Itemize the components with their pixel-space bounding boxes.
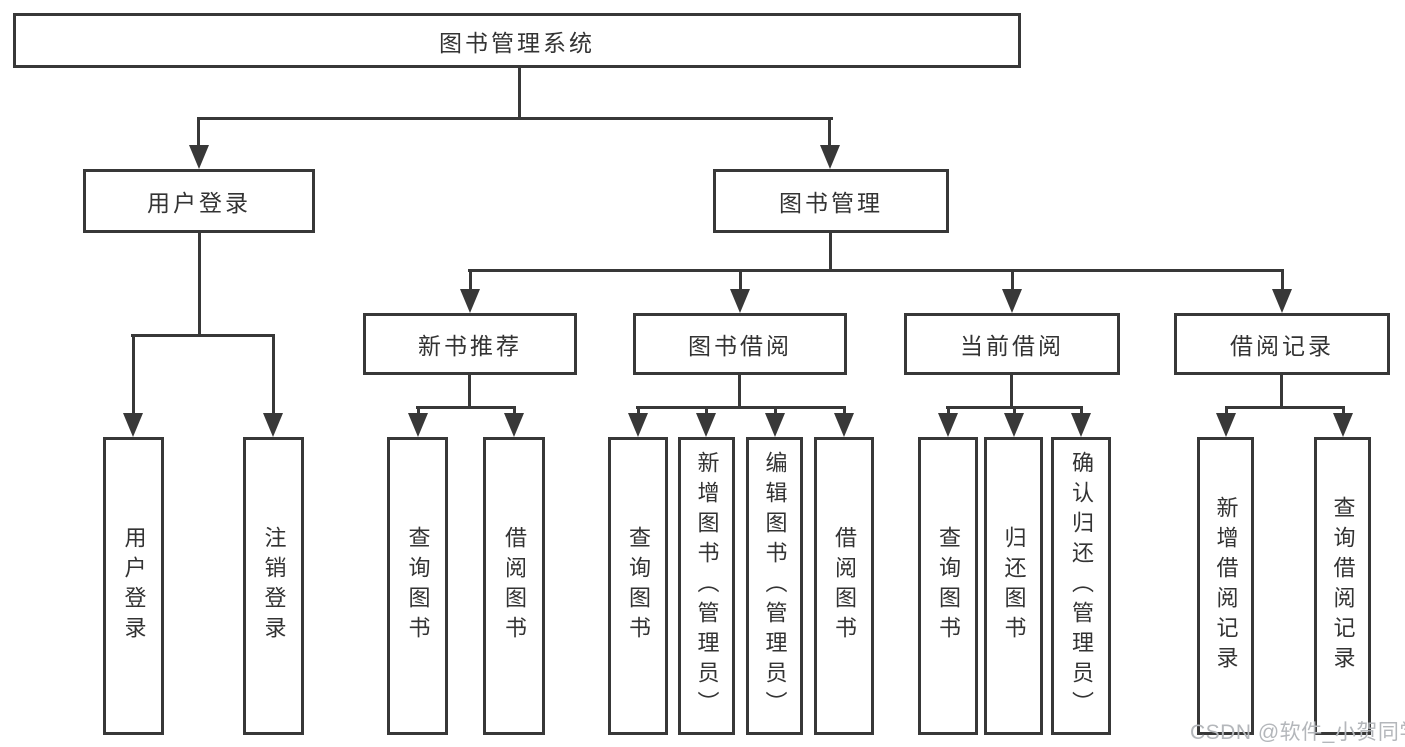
node-label: 当前借阅 bbox=[960, 333, 1064, 359]
node-borrow-records: 借阅记录 bbox=[1174, 313, 1390, 375]
watermark: CSDN @软件_小贺同学 bbox=[1190, 721, 1405, 744]
connector-root-bar bbox=[197, 117, 833, 120]
leaf-label: 查询图书 bbox=[405, 526, 431, 646]
node-current-borrow: 当前借阅 bbox=[904, 313, 1120, 375]
connector-drop bbox=[1011, 269, 1014, 292]
arrow-down-icon bbox=[1004, 413, 1024, 437]
connector-drop bbox=[1281, 269, 1284, 292]
connector-drop bbox=[843, 406, 846, 416]
leaf-label: 确认归还（管理员） bbox=[1069, 451, 1094, 721]
connector-login-bar bbox=[131, 334, 275, 337]
arrow-down-icon bbox=[408, 413, 428, 437]
leaf-label: 新增图书（管理员） bbox=[694, 451, 720, 721]
node-new-book-recommend: 新书推荐 bbox=[363, 313, 577, 375]
leaf-label: 借阅图书 bbox=[502, 526, 527, 646]
connector-drop bbox=[272, 334, 275, 416]
leaf-label: 查询借阅记录 bbox=[1330, 496, 1356, 676]
arrow-down-icon bbox=[1333, 413, 1353, 437]
arrow-down-icon bbox=[834, 413, 854, 437]
arrow-down-icon bbox=[123, 413, 143, 437]
leaf-label: 查询图书 bbox=[626, 526, 651, 646]
arrow-down-icon bbox=[696, 413, 716, 437]
connector-drop bbox=[705, 406, 708, 416]
connector-mgmt-stem bbox=[829, 231, 832, 272]
leaf-query-borrow-record: 查询借阅记录 bbox=[1314, 437, 1371, 735]
connector-login-stem bbox=[198, 231, 201, 337]
connector-drop bbox=[197, 117, 200, 148]
node-label: 新书推荐 bbox=[418, 333, 522, 359]
connector-drop bbox=[1342, 406, 1345, 416]
leaf-label: 新增借阅记录 bbox=[1213, 496, 1239, 676]
arrow-down-icon bbox=[1002, 289, 1022, 313]
connector-group-stem bbox=[1280, 374, 1283, 409]
connector-mgmt-bar bbox=[468, 269, 1284, 272]
connector-drop bbox=[774, 406, 777, 416]
leaf-query-books-borrow: 查询图书 bbox=[608, 437, 668, 735]
leaf-add-book-admin: 新增图书（管理员） bbox=[678, 437, 735, 735]
arrow-down-icon bbox=[1272, 289, 1292, 313]
leaf-label: 借阅图书 bbox=[832, 526, 857, 646]
leaf-label: 注销登录 bbox=[261, 526, 287, 646]
leaf-return-book: 归还图书 bbox=[984, 437, 1043, 735]
connector-group-stem bbox=[738, 374, 741, 409]
connector-drop bbox=[739, 269, 742, 292]
leaf-label: 用户登录 bbox=[121, 526, 147, 646]
arrow-down-icon bbox=[504, 413, 524, 437]
connector-drop bbox=[1225, 406, 1228, 416]
connector-drop bbox=[1080, 406, 1083, 416]
connector-group-bar bbox=[636, 406, 846, 409]
connector-group-stem bbox=[468, 374, 471, 409]
connector-drop bbox=[947, 406, 950, 416]
leaf-query-books-current: 查询图书 bbox=[918, 437, 978, 735]
arrow-down-icon bbox=[1071, 413, 1091, 437]
node-root: 图书管理系统 bbox=[13, 13, 1021, 68]
arrow-down-icon bbox=[1216, 413, 1236, 437]
node-label: 图书借阅 bbox=[688, 333, 792, 359]
arrow-down-icon bbox=[460, 289, 480, 313]
connector-group-bar bbox=[1225, 406, 1345, 409]
connector-drop bbox=[637, 406, 640, 416]
arrow-down-icon bbox=[628, 413, 648, 437]
connector-drop bbox=[513, 406, 516, 416]
connector-group-stem bbox=[1010, 374, 1013, 409]
leaf-confirm-return-admin: 确认归还（管理员） bbox=[1051, 437, 1111, 735]
arrow-down-icon bbox=[189, 145, 209, 169]
leaf-query-books-recommend: 查询图书 bbox=[387, 437, 448, 735]
leaf-label: 归还图书 bbox=[1001, 526, 1027, 646]
connector-root-stem bbox=[518, 66, 521, 120]
node-root-label: 图书管理系统 bbox=[439, 29, 595, 56]
node-label: 用户登录 bbox=[147, 190, 251, 216]
connector-drop bbox=[1013, 406, 1016, 416]
node-user-login: 用户登录 bbox=[83, 169, 315, 233]
arrow-down-icon bbox=[730, 289, 750, 313]
leaf-edit-book-admin: 编辑图书（管理员） bbox=[746, 437, 803, 735]
connector-drop bbox=[132, 334, 135, 416]
leaf-add-borrow-record: 新增借阅记录 bbox=[1197, 437, 1254, 735]
node-book-management: 图书管理 bbox=[713, 169, 949, 233]
leaf-label: 查询图书 bbox=[936, 526, 961, 646]
leaf-borrow-books: 借阅图书 bbox=[814, 437, 874, 735]
leaf-user-login: 用户登录 bbox=[103, 437, 164, 735]
arrow-down-icon bbox=[765, 413, 785, 437]
connector-group-bar bbox=[416, 406, 516, 409]
arrow-down-icon bbox=[263, 413, 283, 437]
leaf-label: 编辑图书（管理员） bbox=[762, 451, 788, 721]
connector-drop bbox=[417, 406, 420, 416]
arrow-down-icon bbox=[938, 413, 958, 437]
node-label: 图书管理 bbox=[779, 190, 883, 216]
connector-drop bbox=[469, 269, 472, 292]
arrow-down-icon bbox=[820, 145, 840, 169]
node-book-borrow: 图书借阅 bbox=[633, 313, 847, 375]
leaf-logout: 注销登录 bbox=[243, 437, 304, 735]
node-label: 借阅记录 bbox=[1230, 333, 1334, 359]
connector-drop bbox=[828, 117, 831, 148]
leaf-borrow-books-recommend: 借阅图书 bbox=[483, 437, 545, 735]
